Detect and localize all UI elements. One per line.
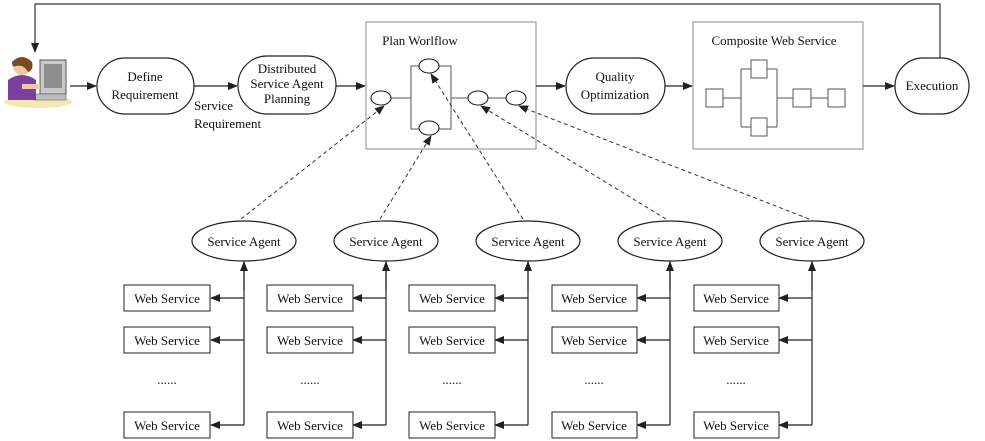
web-service-box	[551, 284, 638, 312]
ellipsis-label: ......	[157, 372, 177, 387]
define-requirement-node	[96, 57, 195, 115]
define-requirement-label-2: Requirement	[111, 87, 179, 102]
web-service-box	[408, 411, 496, 439]
quality-optimization-node	[565, 57, 666, 115]
agent-column: Service Agent Web Service Web Service ..…	[408, 220, 581, 439]
service-agent-label: Service Agent	[633, 234, 707, 249]
web-service-box	[693, 284, 780, 312]
service-agent-label: Service Agent	[491, 234, 565, 249]
agent-to-workflow-links	[240, 73, 810, 220]
workflow-node-bottom	[418, 120, 440, 136]
web-service-label: Web Service	[561, 333, 627, 348]
ellipsis-label: ......	[726, 372, 746, 387]
quality-label-1: Quality	[596, 69, 635, 84]
agent-column: Service Agent Web Service Web Service ..…	[123, 220, 297, 439]
distributed-planning-node	[237, 55, 337, 115]
web-service-label: Web Service	[703, 333, 769, 348]
workflow-node-right-1	[467, 90, 489, 106]
web-service-label: Web Service	[277, 333, 343, 348]
web-service-label: Web Service	[134, 418, 200, 433]
composite-graph	[705, 59, 846, 137]
web-service-box	[266, 411, 354, 439]
web-service-box	[123, 326, 211, 354]
web-service-label: Web Service	[134, 291, 200, 306]
workflow-node-right-2	[505, 90, 527, 106]
quality-label-2: Optimization	[581, 87, 650, 102]
agent-column: Service Agent Web Service Web Service ..…	[266, 220, 439, 439]
service-agent-label: Service Agent	[775, 234, 849, 249]
execution-label: Execution	[906, 78, 959, 93]
web-service-box	[551, 411, 638, 439]
planning-label-1: Distributed	[258, 61, 317, 76]
agent-column: Service Agent Web Service Web Service ..…	[693, 220, 865, 439]
web-service-label: Web Service	[277, 418, 343, 433]
web-service-label: Web Service	[561, 291, 627, 306]
service-agent-label: Service Agent	[207, 234, 281, 249]
ellipsis-label: ......	[584, 372, 604, 387]
web-service-label: Web Service	[277, 291, 343, 306]
web-service-label: Web Service	[419, 418, 485, 433]
feedback-loop-connector	[31, 3, 941, 58]
service-agent-label: Service Agent	[349, 234, 423, 249]
ellipsis-label: ......	[300, 372, 320, 387]
workflow-node-left	[370, 90, 392, 106]
web-service-box	[693, 326, 780, 354]
ellipsis-label: ......	[442, 372, 462, 387]
web-service-label: Web Service	[134, 333, 200, 348]
plan-workflow-title: Plan Worlflow	[382, 33, 458, 48]
web-service-label: Web Service	[561, 418, 627, 433]
service-requirement-label-1: Service	[194, 98, 233, 113]
define-requirement-label-1: Define	[127, 69, 163, 84]
planning-label-2: Service Agent	[250, 76, 324, 91]
web-service-box	[123, 411, 211, 439]
user-at-computer-icon	[4, 57, 72, 108]
service-requirement-label-2: Requirement	[194, 116, 262, 131]
execution-node	[894, 57, 970, 115]
web-service-label: Web Service	[703, 418, 769, 433]
web-service-label: Web Service	[703, 291, 769, 306]
web-service-box	[266, 284, 354, 312]
web-service-label: Web Service	[419, 291, 485, 306]
workflow-node-top	[418, 58, 440, 74]
web-service-label: Web Service	[419, 333, 485, 348]
agent-column: Service Agent Web Service Web Service ..…	[551, 220, 723, 439]
composite-title: Composite Web Service	[711, 33, 836, 48]
web-service-box	[408, 326, 496, 354]
web-service-box	[551, 326, 638, 354]
web-service-box	[266, 326, 354, 354]
web-service-box	[408, 284, 496, 312]
planning-label-3: Planning	[264, 91, 311, 106]
web-service-box	[693, 411, 780, 439]
web-service-box	[123, 284, 211, 312]
